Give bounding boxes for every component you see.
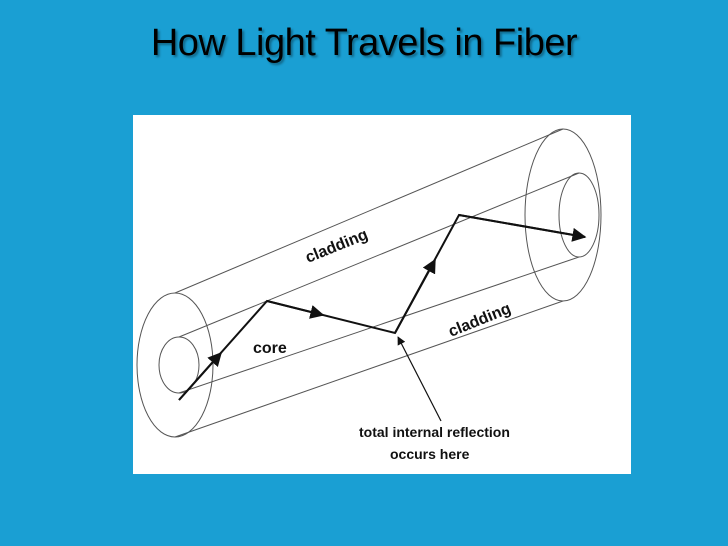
fiber-diagram: cladding cladding core total internal re… xyxy=(133,115,631,474)
core-bottom-edge xyxy=(178,256,580,394)
cladding-tube xyxy=(136,128,602,438)
cladding-bottom-label: cladding xyxy=(446,300,513,340)
ray-arrow-2 xyxy=(266,300,325,319)
cladding-top-label: cladding xyxy=(303,226,370,266)
cladding-bottom-edge xyxy=(174,300,564,438)
core-tube xyxy=(158,172,600,394)
light-ray xyxy=(178,213,587,401)
reflection-label-line2: occurs here xyxy=(390,446,470,462)
core-top-edge xyxy=(178,172,580,338)
ray-arrow-4 xyxy=(458,214,587,242)
reflection-pointer xyxy=(397,336,442,422)
core-label: core xyxy=(253,340,287,357)
core-right-end xyxy=(558,172,600,258)
ray-arrow-3 xyxy=(394,258,436,334)
cladding-top-edge xyxy=(174,128,564,294)
slide-title: How Light Travels in Fiber xyxy=(150,22,578,64)
ray-arrow-1 xyxy=(178,351,222,401)
reflection-label-line1: total internal reflection xyxy=(359,424,510,440)
fiber-diagram-svg: cladding cladding core total internal re… xyxy=(136,128,602,462)
cladding-left-end xyxy=(136,292,214,438)
cladding-right-end xyxy=(524,128,602,302)
